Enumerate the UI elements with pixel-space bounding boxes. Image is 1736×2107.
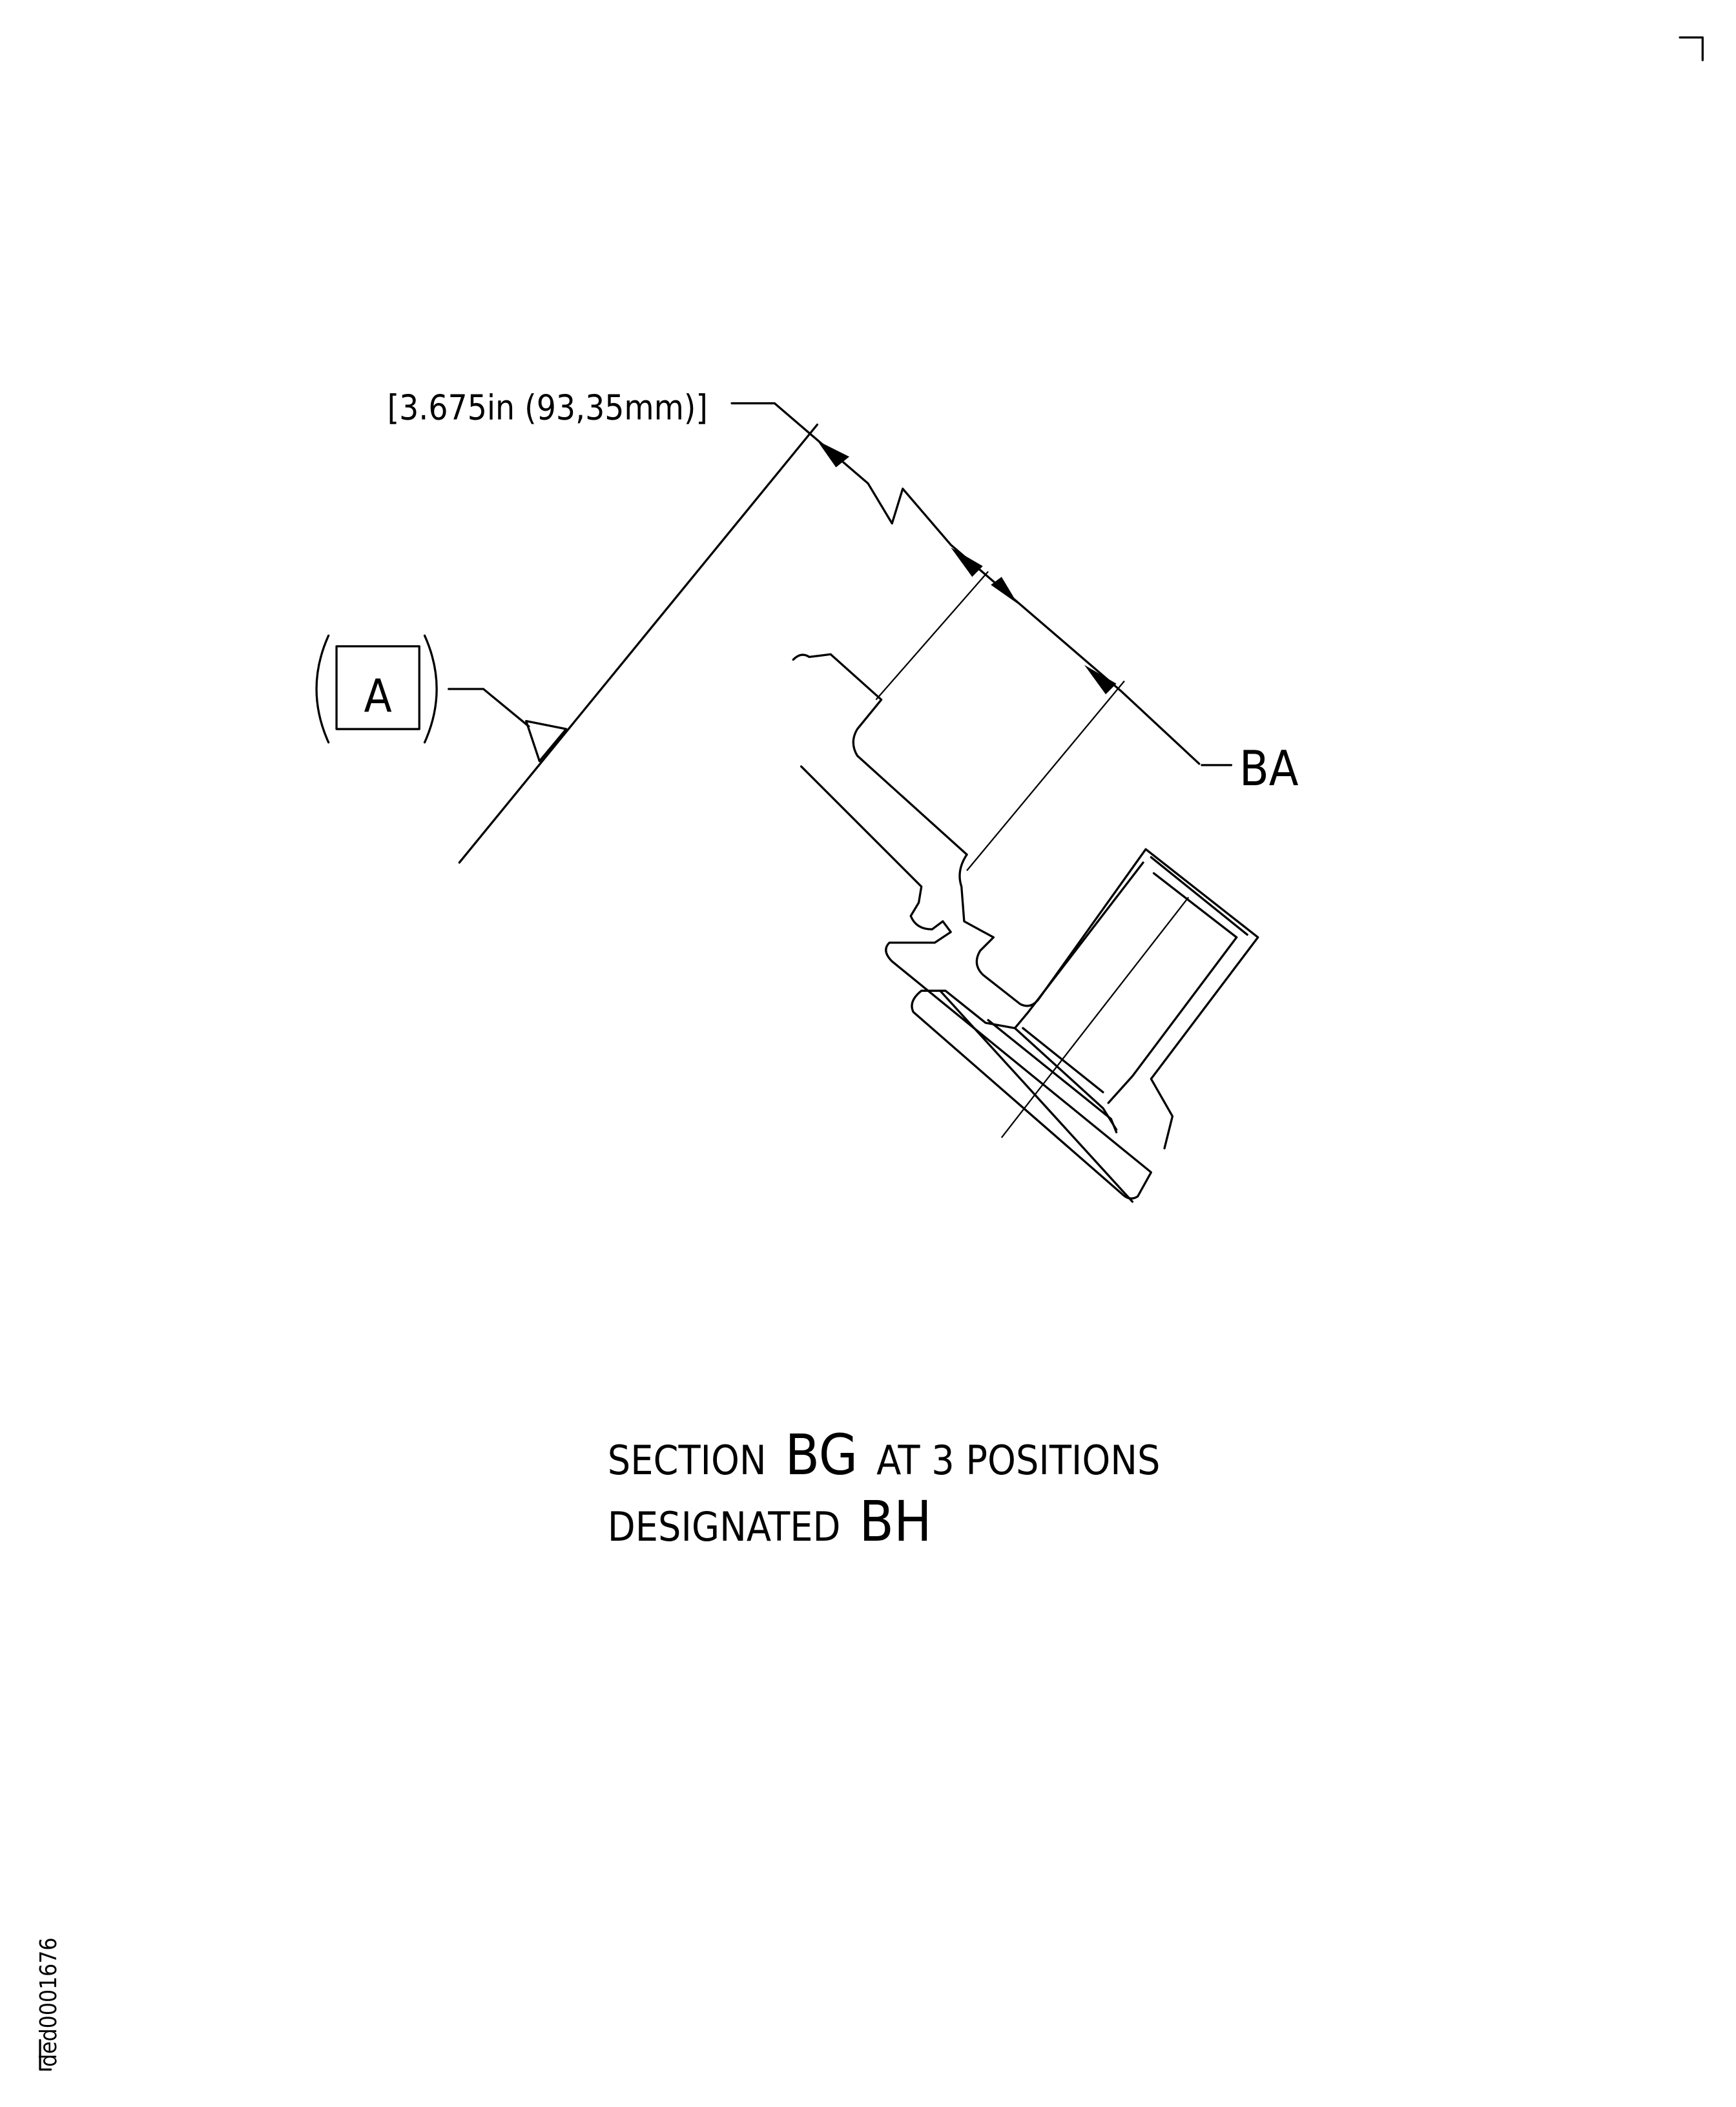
datum-plane-line xyxy=(458,423,819,864)
centerline xyxy=(1000,896,1190,1138)
extension-line xyxy=(966,680,1125,871)
caption-line-1: SECTION BG AT 3 POSITIONS xyxy=(608,1423,1161,1488)
bushing-wall-left xyxy=(1013,861,1144,1029)
part-outline-upper xyxy=(792,653,968,856)
part-edge-inner xyxy=(987,1019,1118,1134)
datum-paren-right xyxy=(423,634,438,744)
arrowhead xyxy=(817,440,850,468)
datum-frame xyxy=(335,645,420,730)
part-edge xyxy=(939,989,1134,1203)
datum-triangle xyxy=(525,719,568,763)
caption-line-2: DESIGNATED BH xyxy=(608,1489,932,1554)
corner-crop-mark xyxy=(1679,36,1704,61)
arrowhead xyxy=(951,547,983,577)
arrowhead xyxy=(991,577,1018,604)
datum-paren-left xyxy=(315,634,330,744)
caption-section-prefix: SECTION xyxy=(608,1437,767,1484)
caption-designated-prefix: DESIGNATED xyxy=(608,1503,841,1550)
bushing-top xyxy=(1150,856,1248,936)
arrowhead xyxy=(1084,664,1117,695)
bushing-base xyxy=(1022,1027,1104,1094)
dimension-leader-line xyxy=(730,402,1201,765)
datum-label: A xyxy=(364,670,392,723)
figure-id-bracket xyxy=(39,2039,52,2071)
caption-section-suffix: AT 3 POSITIONS xyxy=(876,1437,1160,1484)
bushing-top-inner xyxy=(1152,872,1238,939)
figure-id: ded0001676 xyxy=(36,1937,62,2066)
part-outline-lower xyxy=(800,765,1153,1200)
dimension-label: [3.675in (93,35mm)] xyxy=(388,387,708,427)
bushing-wall-right xyxy=(1107,936,1238,1104)
extension-line xyxy=(875,571,989,701)
reference-label: BA xyxy=(1239,741,1299,797)
datum-leader xyxy=(448,688,530,728)
caption-section-id: BG xyxy=(785,1423,858,1488)
caption-designation-id: BH xyxy=(859,1489,931,1554)
